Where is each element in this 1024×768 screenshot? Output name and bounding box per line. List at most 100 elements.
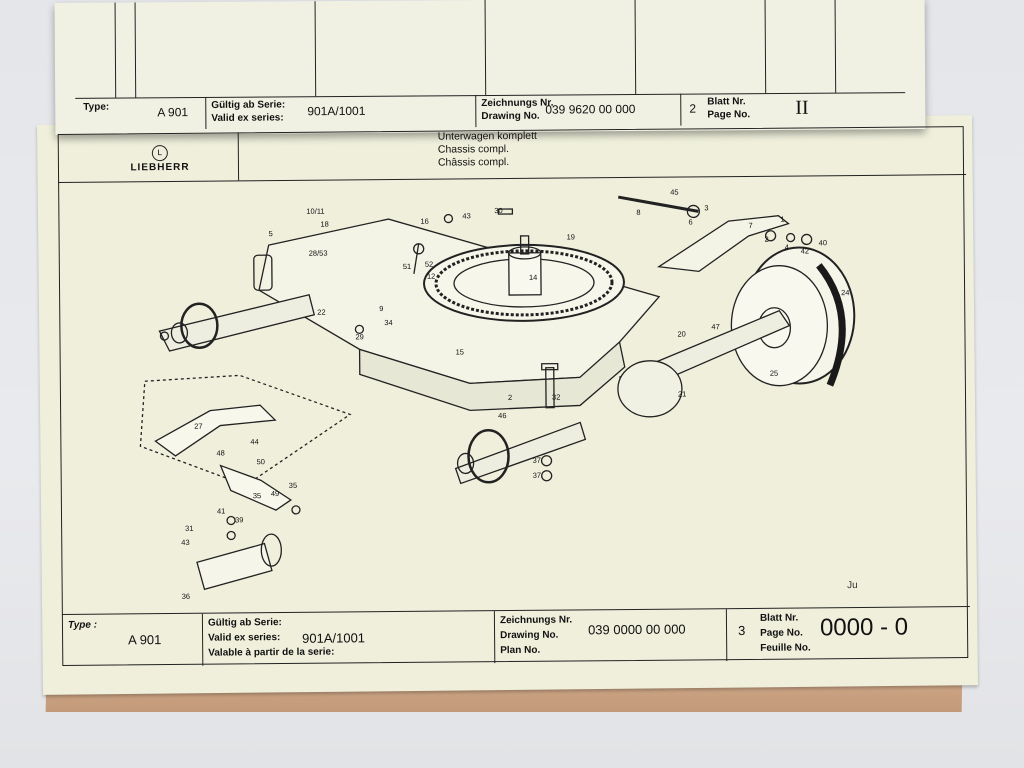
cylinder-rod xyxy=(413,243,420,274)
footer-series-value: 901A/1001 xyxy=(302,630,366,646)
upper-blatt-label: Blatt Nr. xyxy=(707,96,746,108)
part-label-34: 34 xyxy=(384,318,392,327)
left-axle xyxy=(158,294,316,352)
footer-feuille-label: Feuille No. xyxy=(760,642,811,654)
upper-type-value: A 901 xyxy=(157,105,189,120)
part-label-41: 41 xyxy=(217,507,225,516)
inset-platform xyxy=(139,374,352,487)
part-label-15: 15 xyxy=(456,347,464,356)
part-label-18: 18 xyxy=(320,220,328,229)
upper-valid-label-2: Valid ex series: xyxy=(211,112,284,124)
cylinder-lower xyxy=(196,542,273,591)
part-label-48: 48 xyxy=(216,449,224,458)
upper-page-value: II xyxy=(795,96,809,119)
part-label-32: 32 xyxy=(552,393,560,402)
upper-drawing-label: Zeichnungs Nr. xyxy=(481,97,554,110)
lower-hub xyxy=(467,428,510,484)
footer-drawing-label-3: Plan No. xyxy=(500,644,541,657)
part-label-29: 29 xyxy=(355,332,363,341)
part-label-3: 3 xyxy=(704,203,708,212)
upper-drawing-label-2: Drawing No. xyxy=(481,110,540,123)
part-label-2: 2 xyxy=(765,235,769,244)
title-block: Type : A 901 Gültig ab Serie: Valid ex s… xyxy=(61,606,971,667)
part-label-35a: 35 xyxy=(253,491,261,500)
part-label-49: 49 xyxy=(271,489,279,498)
footer-drawing-label-2: Drawing No. xyxy=(500,629,559,642)
part-label-43b: 43 xyxy=(181,538,189,547)
part-label-19: 19 xyxy=(567,232,575,241)
upper-type-label: Type: xyxy=(83,101,110,113)
logo-text: LIEBHERR xyxy=(130,161,190,174)
sheet-title: Unterwagen komplett Chassis compl. Châss… xyxy=(438,129,598,169)
footer-type-value: A 901 xyxy=(128,632,162,648)
outrigger-arm xyxy=(657,215,790,273)
part-label-35b: 35 xyxy=(289,481,297,490)
footer-page-label: Page No. xyxy=(760,627,803,639)
part-label-2b: 2 xyxy=(508,393,512,402)
footer-drawing-label: Zeichnungs Nr. xyxy=(499,614,573,627)
part-label-42: 42 xyxy=(801,246,809,255)
part-label-50: 50 xyxy=(257,457,265,466)
logo-ring-icon: L xyxy=(151,145,168,162)
footer-blatt-label: Blatt Nr. xyxy=(759,612,799,624)
part-label-46: 46 xyxy=(498,411,506,420)
part-label-24: 24 xyxy=(841,288,849,297)
slewing-ring-gear xyxy=(434,249,614,317)
part-label-25: 25 xyxy=(770,369,778,378)
footer-valid-label-3: Valable à partir de la serie: xyxy=(208,646,335,659)
steering-cylinder-left xyxy=(253,254,273,291)
upper-sheet-num: 2 xyxy=(689,101,697,116)
footer-page-value: 0000 - 0 xyxy=(819,613,909,642)
part-label-1: 1 xyxy=(780,215,784,224)
part-label-14: 14 xyxy=(529,273,537,282)
part-label-28-53: 28/53 xyxy=(309,249,328,258)
drafter-initials: Ju xyxy=(847,580,858,592)
part-label-8: 8 xyxy=(636,208,640,217)
part-label-51: 51 xyxy=(403,262,411,271)
part-label-52: 52 xyxy=(425,260,433,269)
left-hub xyxy=(180,302,219,349)
part-label-10-11: 10/11 xyxy=(306,207,324,216)
part-label-22: 22 xyxy=(317,308,325,317)
liebherr-logo: L LIEBHERR xyxy=(100,145,220,174)
frame-side xyxy=(358,340,626,412)
footer-valid-label-2: Valid ex series: xyxy=(208,632,281,644)
upper-title-block: Type: A 901 Gültig ab Serie: Valid ex se… xyxy=(75,92,905,130)
exploded-drawing: 45 1 8 6 3 7 2 40 42 4 30 43 16 19 10/11… xyxy=(58,174,968,614)
part-label-43: 43 xyxy=(462,211,470,220)
upper-page: Type: A 901 Gültig ab Serie: Valid ex se… xyxy=(54,0,926,136)
footer-valid-label: Gültig ab Serie: xyxy=(207,617,282,629)
part-label-39: 39 xyxy=(235,515,243,524)
chassis-drawing-svg: 45 1 8 6 3 7 2 40 42 4 30 43 16 19 10/11… xyxy=(139,188,856,601)
footer-sheet-num: 3 xyxy=(737,622,746,639)
part-label-45: 45 xyxy=(670,188,678,197)
part-label-36: 36 xyxy=(182,592,190,601)
parts-sheet: L LIEBHERR Unterwagen komplett Chassis c… xyxy=(57,126,971,669)
part-label-27: 27 xyxy=(194,422,202,431)
part-label-40: 40 xyxy=(819,238,827,247)
swivel-joint xyxy=(508,252,542,296)
part-label-20: 20 xyxy=(677,329,685,338)
upper-page-columns xyxy=(74,0,906,99)
upper-page-label: Page No. xyxy=(707,109,751,121)
footer-type-label: Type : xyxy=(67,619,98,631)
part-label-5: 5 xyxy=(269,229,273,238)
part-label-37b: 37 xyxy=(533,471,541,480)
part-label-21: 21 xyxy=(678,389,686,398)
part-label-37a: 37 xyxy=(533,456,541,465)
upper-series-value: 901A/1001 xyxy=(307,103,366,119)
upper-drawing-value: 039 9620 00 000 xyxy=(545,101,636,117)
part-label-47: 47 xyxy=(711,322,719,331)
part-label-9: 9 xyxy=(379,304,383,313)
part-label-16: 16 xyxy=(420,217,428,226)
title-fr: Châssis compl. xyxy=(437,156,510,169)
lower-axle xyxy=(454,421,587,485)
part-label-31: 31 xyxy=(185,524,193,533)
footer-drawing-value: 039 0000 00 000 xyxy=(587,621,686,638)
part-label-44: 44 xyxy=(250,437,258,446)
part-label-12: 12 xyxy=(427,272,435,281)
part-label-6: 6 xyxy=(688,217,692,226)
part-label-7: 7 xyxy=(748,221,752,230)
part-label-30: 30 xyxy=(494,206,502,215)
upper-valid-label: Gültig ab Serie: xyxy=(211,99,286,111)
